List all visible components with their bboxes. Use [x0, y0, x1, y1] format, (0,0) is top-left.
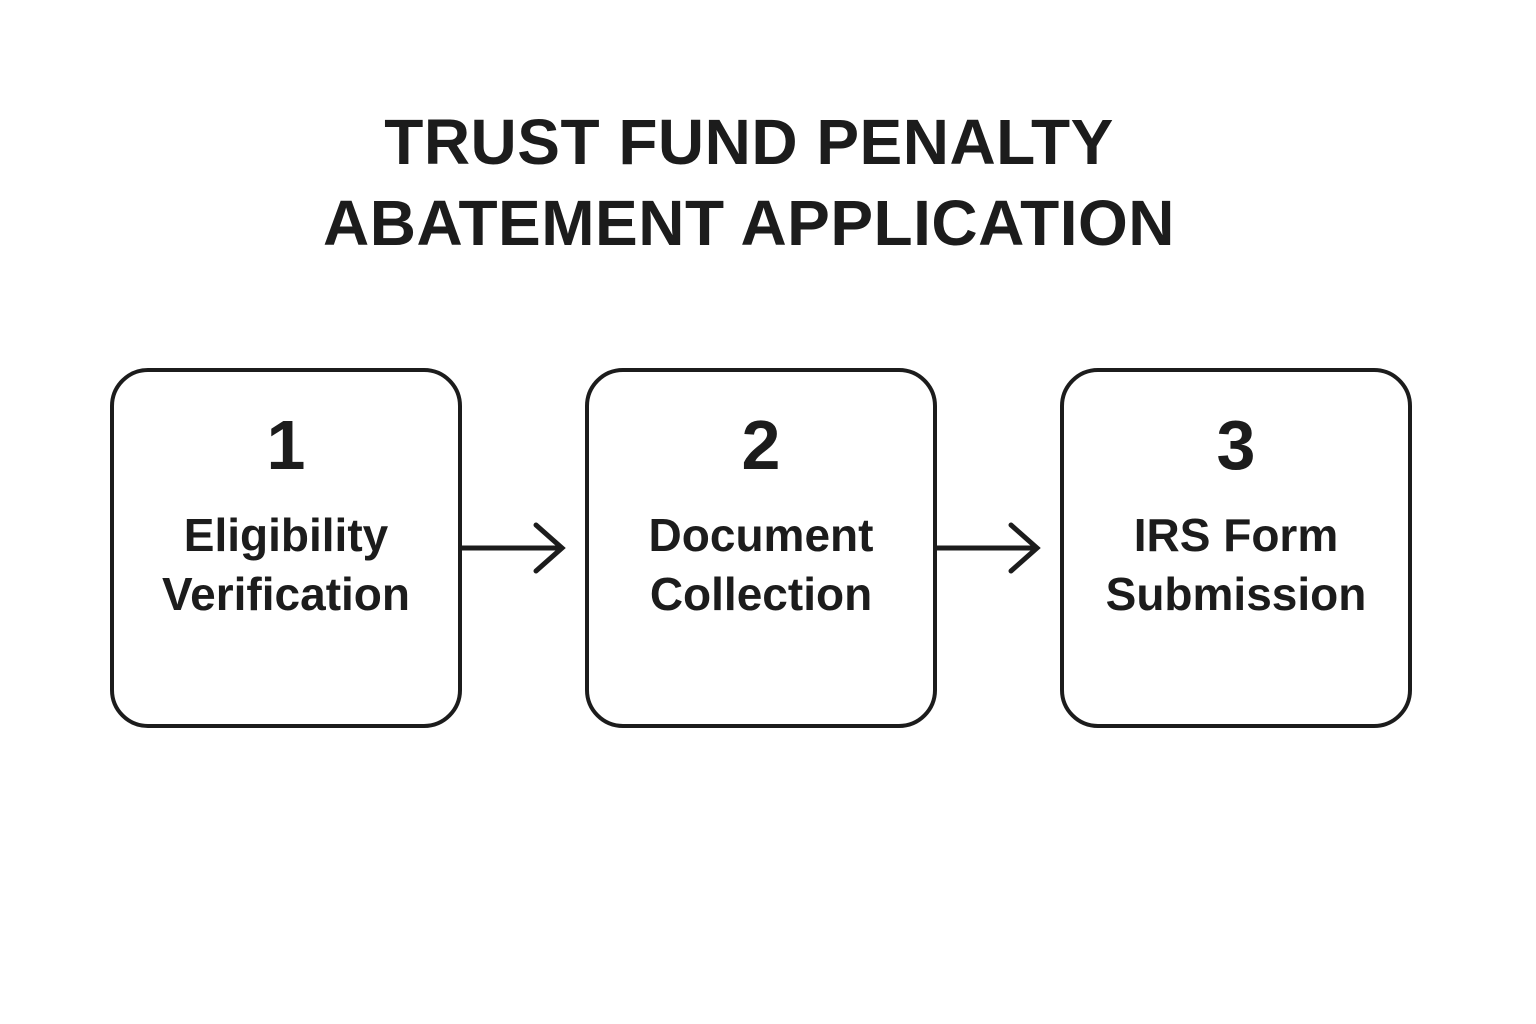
diagram-title: TRUST FUND PENALTY ABATEMENT APPLICATION: [0, 102, 1498, 264]
step-2-label-line-1: Document: [648, 509, 874, 561]
step-1-number: 1: [266, 406, 306, 484]
step-3-label: IRS Form Submission: [1106, 506, 1367, 624]
step-box-1: 1 Eligibility Verification: [110, 368, 462, 728]
arrow-right-icon: [462, 522, 566, 574]
step-box-3: 3 IRS Form Submission: [1060, 368, 1412, 728]
step-1-label-line-2: Verification: [162, 568, 410, 620]
arrow-step2-to-step3: [937, 368, 1060, 728]
diagram-title-line-2: ABATEMENT APPLICATION: [323, 187, 1175, 259]
step-2-label: Document Collection: [649, 506, 874, 624]
step-2-number: 2: [741, 406, 781, 484]
step-1-label: Eligibility Verification: [162, 506, 410, 624]
step-3-number: 3: [1216, 406, 1256, 484]
step-3-label-line-2: Submission: [1105, 568, 1367, 620]
step-1-label-line-1: Eligibility: [183, 509, 389, 561]
step-box-2: 2 Document Collection: [585, 368, 937, 728]
step-3-label-line-1: IRS Form: [1133, 509, 1339, 561]
arrow-step1-to-step2: [462, 368, 585, 728]
arrow-right-icon: [937, 522, 1041, 574]
step-2-label-line-2: Collection: [649, 568, 873, 620]
diagram-title-line-1: TRUST FUND PENALTY: [384, 106, 1114, 178]
process-flow: 1 Eligibility Verification 2 Document Co…: [110, 368, 1412, 728]
